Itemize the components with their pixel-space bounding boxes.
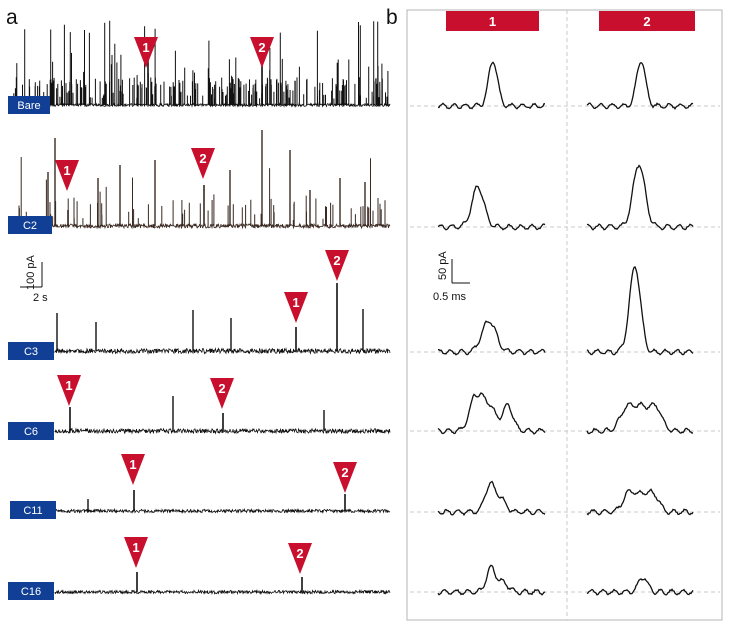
event-marker-c11-1-triangle: [121, 454, 145, 485]
scale-bar-a: 100 pA 2 s: [20, 254, 48, 304]
event-marker-c16-2-label: 2: [296, 546, 303, 561]
panel-b-frame: [406, 9, 723, 621]
trace-c3-baseline: [54, 347, 391, 355]
event-marker-c2-1: 1: [55, 160, 79, 191]
waveform-c16-event-1: [437, 564, 546, 596]
waveform-bare-event-2: [586, 61, 694, 111]
scale-bar-a-time-label: 2 s: [33, 292, 48, 304]
event-marker-c16-2-triangle: [288, 543, 312, 574]
waveform-c11-event-1: [437, 480, 546, 517]
lane-label-c16: C16: [8, 582, 54, 600]
waveform-c16-event-2: [586, 577, 694, 596]
event-marker-bare-1-label: 1: [142, 40, 149, 55]
lane-label-c16-text: C16: [21, 586, 41, 598]
event-marker-bare-2-label: 2: [258, 40, 265, 55]
waveform-c6-event-2: [586, 401, 694, 435]
waveform-c6-event-1: [437, 392, 546, 435]
trace-c11-baseline: [54, 507, 391, 514]
column-header-2-label: 2: [643, 14, 650, 29]
event-marker-c2-1-triangle: [55, 160, 79, 191]
event-marker-c11-1: 1: [121, 454, 145, 485]
event-marker-c6-2-label: 2: [218, 381, 225, 396]
lane-label-c6: C6: [8, 422, 54, 440]
lane-label-c2-text: C2: [23, 220, 37, 232]
scale-bar-a-current-label: 100 pA: [25, 254, 37, 290]
lane-label-c3-box: [8, 342, 54, 360]
lane-label-c11-text: C11: [23, 505, 42, 517]
lane-label-c3: C3: [8, 342, 54, 360]
scale-bar-b-time-label: 0.5 ms: [433, 291, 467, 303]
trace-bare-baseline: [9, 102, 391, 108]
lane-label-c2-box: [8, 216, 52, 234]
waveform-c3-event-1: [438, 320, 546, 356]
lane-label-c2: C2: [8, 216, 52, 234]
event-marker-c6-2-triangle: [210, 378, 234, 409]
waveform-c11-event-2: [586, 488, 694, 516]
lane-label-c3-text: C3: [24, 346, 38, 358]
event-marker-c16-2: 2: [288, 543, 312, 574]
event-marker-c3-2-label: 2: [333, 253, 340, 268]
event-marker-c3-1-triangle: [284, 292, 308, 323]
event-marker-c2-2-triangle: [191, 148, 215, 179]
event-marker-c2-2: 2: [191, 148, 215, 179]
lane-label-c11: C11: [10, 501, 56, 519]
lane-label-bare-box: [8, 96, 50, 114]
panel-a-letter: a: [6, 6, 18, 29]
waveform-c3-event-2: [586, 265, 694, 356]
event-marker-c3-1: 1: [284, 292, 308, 323]
waveform-c2-event-2: [586, 164, 694, 231]
lane-label-bare-text: Bare: [17, 100, 40, 112]
event-marker-c3-1-label: 1: [292, 295, 299, 310]
scale-bar-b: 50 pA 0.5 ms: [433, 251, 470, 303]
waveform-bare-event-1: [437, 61, 545, 110]
lane-label-c6-box: [8, 422, 54, 440]
lane-label-c6-text: C6: [24, 426, 38, 438]
waveform-c2-event-1: [437, 185, 546, 231]
panel-b-letter: b: [386, 6, 398, 29]
event-marker-bare-2: 2: [250, 37, 274, 68]
event-marker-c11-2-label: 2: [341, 465, 348, 480]
event-marker-c6-1-triangle: [57, 375, 81, 406]
event-marker-c6-2: 2: [210, 378, 234, 409]
event-marker-bare-1-triangle: [134, 37, 158, 68]
event-marker-c11-2: 2: [333, 462, 357, 493]
trace-c16-baseline: [54, 588, 391, 596]
column-header-1-label: 1: [489, 14, 496, 29]
event-marker-c11-1-label: 1: [129, 457, 136, 472]
event-marker-c16-1: 1: [124, 537, 148, 568]
trace-bare-events: [13, 20, 389, 105]
event-marker-c16-1-triangle: [124, 537, 148, 568]
event-marker-c2-1-label: 1: [63, 163, 70, 178]
scale-bar-b-current-label: 50 pA: [437, 251, 449, 280]
event-marker-c6-1-label: 1: [65, 378, 72, 393]
lane-label-c16-box: [8, 582, 54, 600]
event-marker-c6-1: 1: [57, 375, 81, 406]
event-marker-bare-2-triangle: [250, 37, 274, 68]
event-marker-c3-2: 2: [325, 250, 349, 281]
column-header-2-box: [599, 11, 695, 31]
event-marker-bare-1: 1: [134, 37, 158, 68]
trace-c6-baseline: [54, 427, 391, 435]
event-marker-c16-1-label: 1: [132, 540, 139, 555]
lane-label-bare: Bare: [8, 96, 50, 114]
column-header-1-box: [446, 11, 539, 31]
event-marker-c11-2-triangle: [333, 462, 357, 493]
event-marker-c2-2-label: 2: [199, 151, 206, 166]
event-marker-c3-2-triangle: [325, 250, 349, 281]
lane-label-c11-box: [10, 501, 56, 519]
